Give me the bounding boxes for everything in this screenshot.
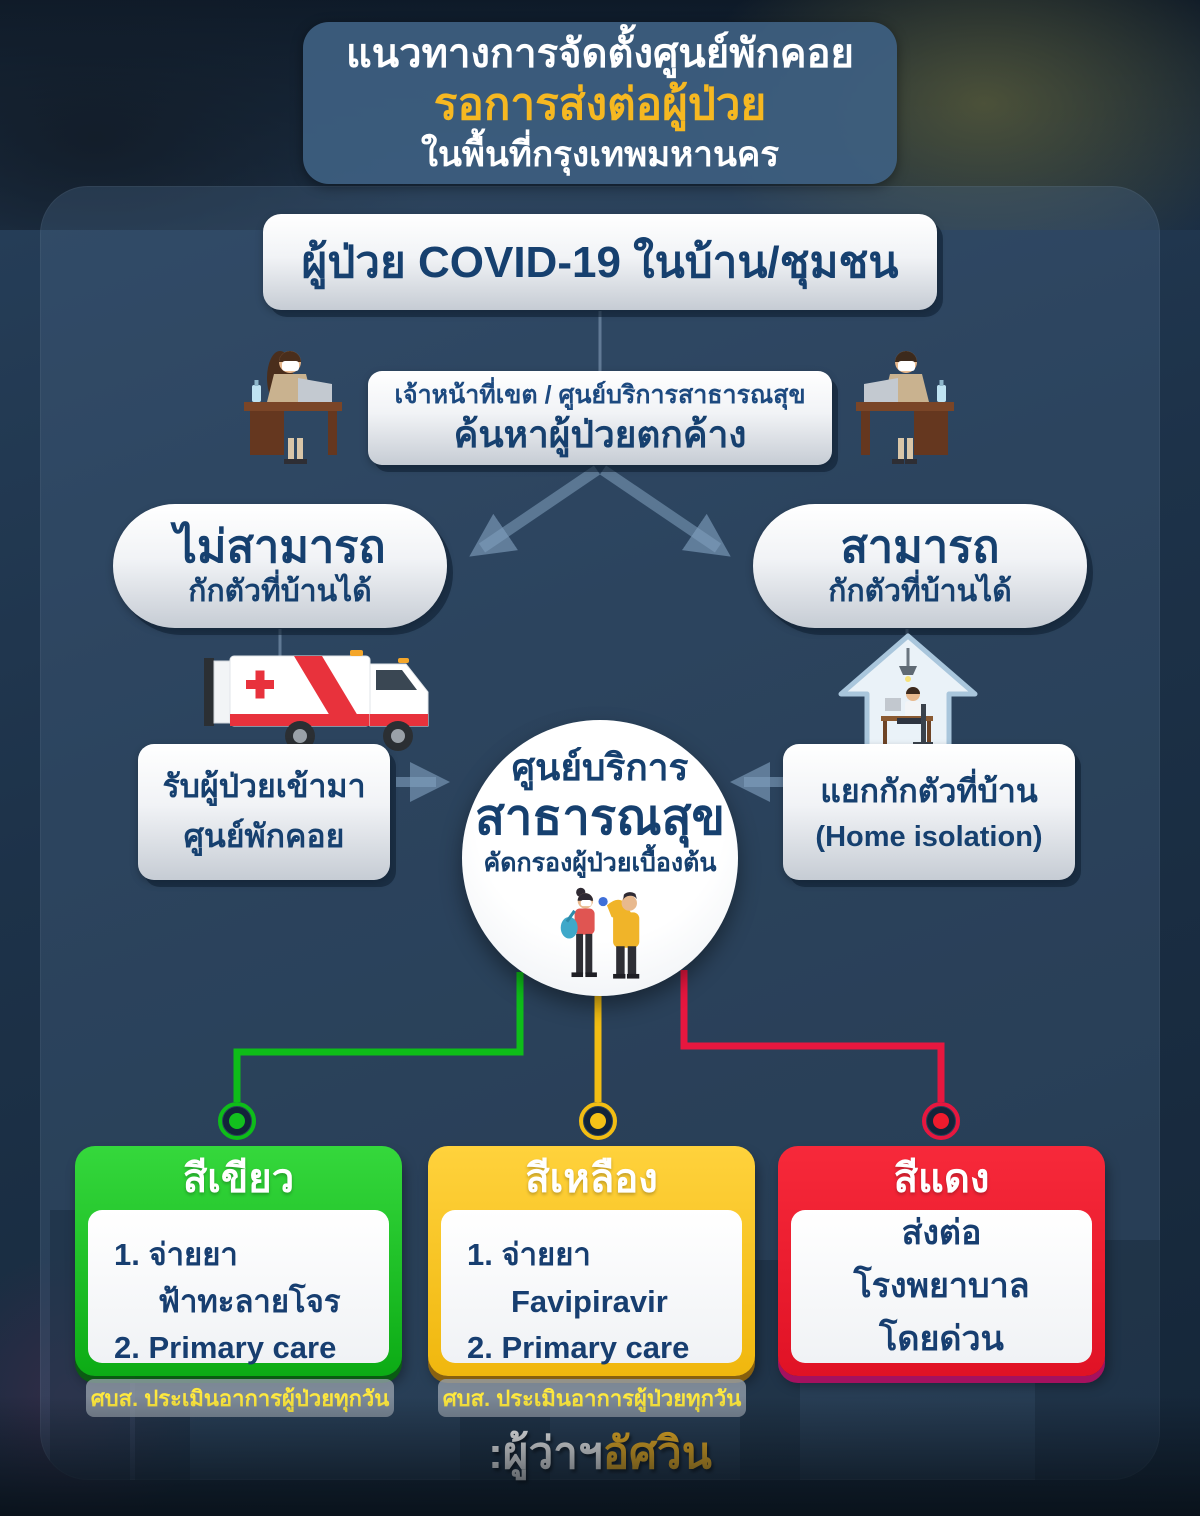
official-at-desk-icon xyxy=(244,351,342,464)
title-line-3: ในพื้นที่กรุงเทพมหานคร xyxy=(420,134,780,174)
admit-center-line-2: ศูนย์พักคอย xyxy=(183,818,345,854)
staff-search-box: เจ้าหน้าที่เขต / ศูนย์บริการสาธารณสุข ค้… xyxy=(368,371,832,465)
home-isolation-box: แยกกักตัวที่บ้าน (Home isolation) xyxy=(783,744,1075,880)
triage-red-line: ส่งต่อ xyxy=(901,1214,982,1253)
triage-card-green: สีเขียว 1. จ่ายยา ฟ้าทะลายโจร 2. Primary… xyxy=(75,1146,402,1376)
patient-source-box: ผู้ป่วย COVID-19 ในบ้าน/ชุมชน xyxy=(263,214,937,310)
cannot-isolate-pill: ไม่สามารถ กักตัวที่บ้านได้ xyxy=(113,504,447,628)
staff-line-1: เจ้าหน้าที่เขต / ศูนย์บริการสาธารณสุข xyxy=(394,380,806,409)
triage-red-line: โดยด่วน xyxy=(879,1319,1004,1358)
triage-yellow-line: 1. จ่ายยา xyxy=(467,1237,591,1272)
admit-center-line-1: รับผู้ป่วยเข้ามา xyxy=(162,768,366,805)
home-isolation-icon xyxy=(838,633,978,763)
triage-green-line: 1. จ่ายยา xyxy=(114,1237,238,1272)
triage-green-line: 2. Primary care xyxy=(114,1330,337,1365)
staff-line-2: ค้นหาผู้ป่วยตกค้าง xyxy=(453,413,747,455)
cannot-isolate-line-1: ไม่สามารถ xyxy=(174,521,386,573)
triage-yellow-label: สีเหลือง xyxy=(525,1157,658,1201)
title-line-1: แนวทางการจัดตั้งศูนย์พักคอย xyxy=(345,31,854,76)
hub-line-1: ศูนย์บริการ xyxy=(511,747,689,788)
title-card: แนวทางการจัดตั้งศูนย์พักคอย รอการส่งต่อผ… xyxy=(303,22,897,184)
background-vignette-bottom xyxy=(0,1396,1200,1516)
can-isolate-line-1: สามารถ xyxy=(840,521,1000,573)
triage-yellow-line: 2. Primary care xyxy=(467,1330,690,1365)
official-at-desk-icon xyxy=(856,351,954,464)
can-isolate-pill: สามารถ กักตัวที่บ้านได้ xyxy=(753,504,1087,628)
ambulance-icon xyxy=(204,650,429,751)
triage-green-line: ฟ้าทะลายโจร xyxy=(158,1283,341,1319)
can-isolate-line-2: กักตัวที่บ้านได้ xyxy=(828,575,1012,609)
triage-red-line: โรงพยาบาล xyxy=(853,1267,1030,1306)
triage-yellow-line: Favipiravir xyxy=(511,1283,668,1319)
triage-green-body: 1. จ่ายยา ฟ้าทะลายโจร 2. Primary care xyxy=(88,1210,389,1365)
cannot-isolate-line-2: กักตัวที่บ้านได้ xyxy=(188,575,372,609)
triage-card-yellow: สีเหลือง 1. จ่ายยา Favipiravir 2. Primar… xyxy=(428,1146,755,1376)
home-isolation-line-2: (Home isolation) xyxy=(815,820,1043,853)
triage-red-label: สีแดง xyxy=(893,1157,990,1201)
triage-red-body: ส่งต่อ โรงพยาบาล โดยด่วน xyxy=(791,1210,1092,1363)
home-isolation-line-1: แยกกักตัวที่บ้าน xyxy=(820,772,1038,809)
hub-line-2: สาธารณสุข xyxy=(474,791,726,846)
swab-test-icon xyxy=(560,888,640,980)
health-center-hub: ศูนย์บริการ สาธารณสุข คัดกรองผู้ป่วยเบื้… xyxy=(462,720,738,996)
triage-yellow-body: 1. จ่ายยา Favipiravir 2. Primary care xyxy=(441,1210,742,1365)
triage-card-red: สีแดง ส่งต่อ โรงพยาบาล โดยด่วน xyxy=(778,1146,1105,1376)
admit-center-box: รับผู้ป่วยเข้ามา ศูนย์พักคอย xyxy=(138,744,390,880)
title-line-2: รอการส่งต่อผู้ป่วย xyxy=(433,79,767,129)
hub-line-3: คัดกรองผู้ป่วยเบื้องต้น xyxy=(483,848,717,877)
triage-green-label: สีเขียว xyxy=(182,1157,295,1201)
